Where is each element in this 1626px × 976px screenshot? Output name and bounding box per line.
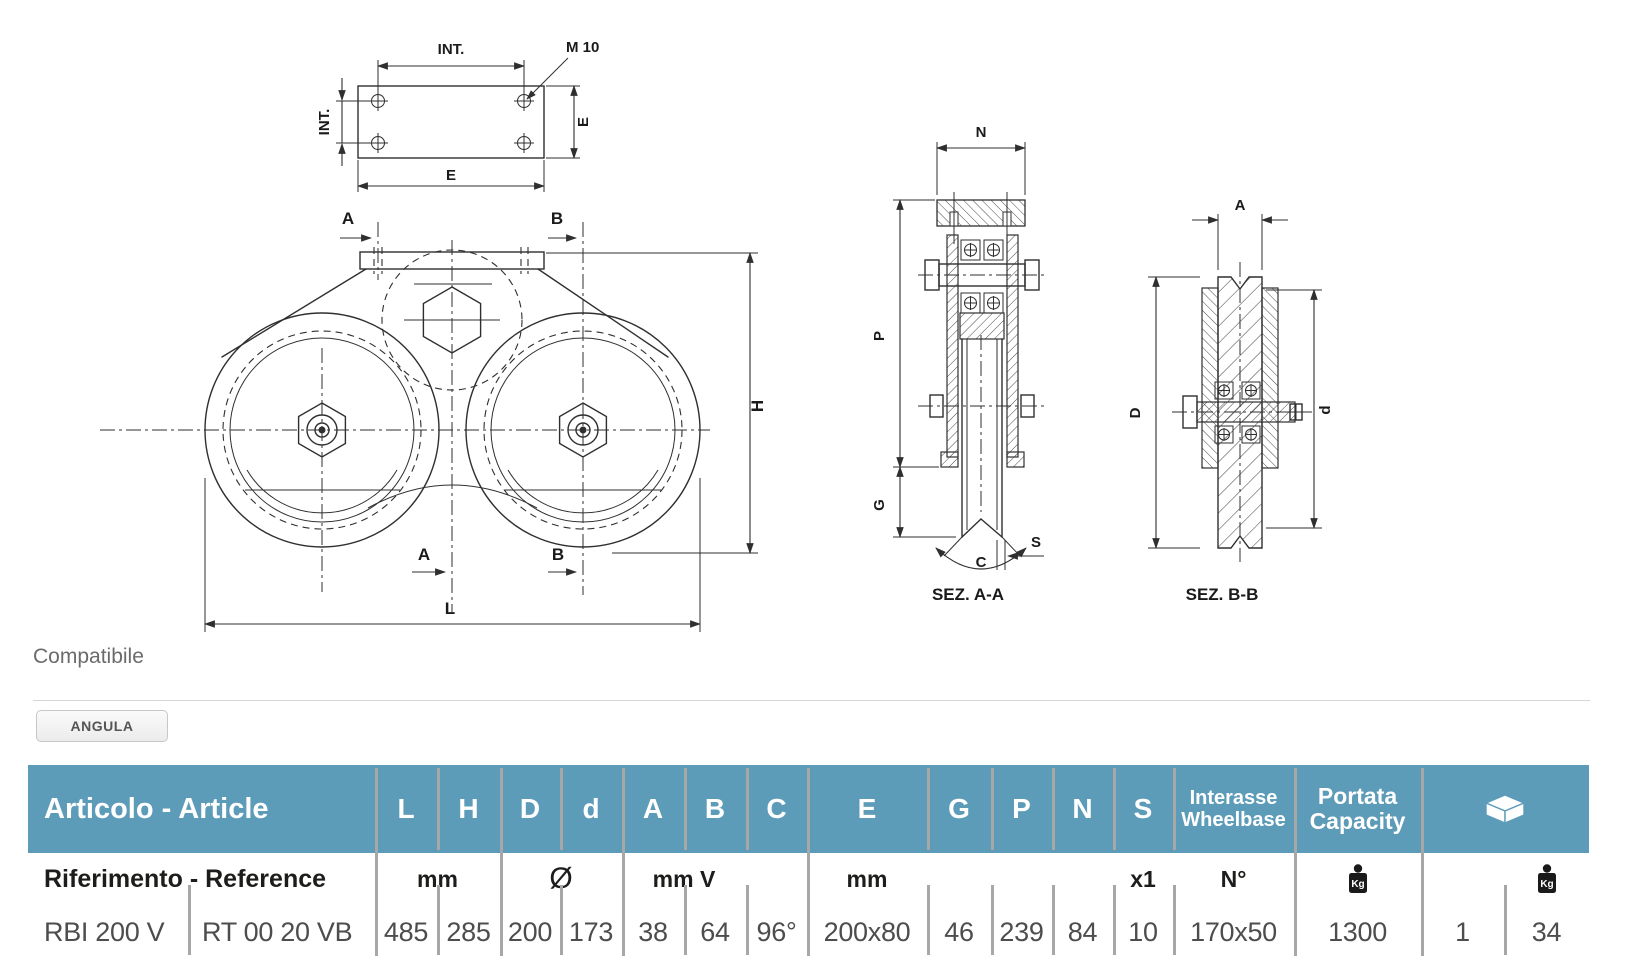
angula-button[interactable]: ANGULA [36, 710, 168, 742]
cell-A: 38 [638, 916, 668, 947]
portata-label-en: Capacity [1309, 808, 1406, 834]
cell-H: 285 [446, 916, 491, 947]
cell-B: 64 [700, 916, 730, 947]
section-label-a-bottom: A [418, 545, 430, 564]
kg-label: Kg [1351, 879, 1364, 890]
header-col-A: A [622, 765, 684, 853]
compatible-heading: Compatibile [33, 645, 144, 668]
cell-G: 46 [944, 916, 974, 947]
dim-label-d-inner: d [1317, 405, 1334, 414]
dim-label-e-right: E [575, 117, 592, 127]
cell-S: 10 [1128, 916, 1158, 947]
section-aa-caption: SEZ. A-A [932, 585, 1004, 604]
dim-label-s: S [1031, 534, 1041, 551]
cell-weight: 34 [1531, 916, 1562, 947]
dim-label-a-bb: A [1235, 197, 1246, 214]
dim-label-e-bottom: E [446, 167, 456, 184]
header-col-packaging [1421, 765, 1589, 853]
cell-E: 200x80 [823, 916, 911, 947]
section-label-b-top: B [551, 209, 563, 228]
header-col-S: S [1113, 765, 1173, 853]
section-aa-view: N [871, 124, 1046, 604]
header-col-E: E [807, 765, 927, 853]
unit-reference: Riferimento - Reference [44, 864, 327, 893]
dim-label-int-left: INT. [316, 109, 333, 136]
kg-weight-icon: Kg [1537, 864, 1556, 893]
header-article: Articolo - Article [28, 765, 375, 853]
header-col-d: d [560, 765, 622, 853]
front-view: A A B B H L [100, 209, 767, 632]
dim-label-p: P [871, 331, 888, 341]
spec-table: Articolo - Article L H D d A B C E G P N… [28, 765, 1589, 959]
section-bb-view: A D d SEZ. B-B [1127, 197, 1334, 604]
unit-n-deg: N° [1220, 865, 1247, 892]
cell-d: 173 [568, 916, 614, 947]
dim-label-g: G [871, 499, 888, 511]
package-box-icon [1485, 794, 1525, 824]
kg-label: Kg [1540, 879, 1553, 890]
header-col-H: H [437, 765, 500, 853]
header-col-portata: Portata Capacity [1294, 765, 1421, 853]
technical-drawing: INT. M 10 INT. E E [100, 39, 1334, 632]
dim-label-n: N [976, 124, 987, 141]
header-col-C: C [746, 765, 807, 853]
cell-C: 96° [756, 916, 797, 947]
section-bb-caption: SEZ. B-B [1186, 585, 1259, 604]
unit-kg-weight: Kg [1504, 853, 1589, 905]
unit-mm-e: mm [846, 865, 888, 892]
kg-weight-icon: Kg [1348, 864, 1367, 893]
portata-label-it: Portata [1317, 782, 1398, 809]
cell-interasse: 170x50 [1190, 916, 1277, 947]
dim-label-m10: M 10 [566, 39, 599, 56]
header-col-D: D [500, 765, 560, 853]
header-col-L: L [375, 765, 437, 853]
section-label-b-bottom: B [552, 545, 564, 564]
cell-N: 84 [1067, 916, 1098, 947]
table-header-row: Articolo - Article L H D d A B C E G P N… [28, 765, 1589, 853]
unit-x1: x1 [1130, 865, 1156, 892]
cell-reference: RT 00 20 VB [202, 916, 353, 947]
section-label-a-top: A [342, 209, 354, 228]
unit-diameter: Ø [549, 862, 573, 895]
cell-pieces: 1 [1455, 916, 1470, 947]
header-col-N: N [1052, 765, 1113, 853]
header-col-interasse: Interasse Wheelbase [1173, 765, 1294, 853]
cell-D: 200 [507, 916, 553, 947]
header-col-P: P [991, 765, 1052, 853]
plate-top-view: INT. M 10 INT. E E [316, 39, 599, 192]
dim-label-d-outer: D [1127, 407, 1144, 418]
cell-P: 239 [999, 916, 1044, 947]
cell-L: 485 [383, 916, 429, 947]
interasse-label-it: Interasse [1189, 787, 1278, 809]
interasse-label-en: Wheelbase [1181, 809, 1286, 831]
divider [33, 700, 1590, 701]
cell-article: RBI 200 V [44, 916, 165, 947]
header-col-B: B [684, 765, 746, 853]
header-col-G: G [927, 765, 991, 853]
dim-label-int-top: INT. [438, 41, 465, 58]
unit-kg-capacity: Kg [1294, 853, 1421, 905]
cell-portata: 1300 [1328, 916, 1387, 947]
unit-mm-ab: mm V [652, 865, 716, 892]
dim-label-h: H [748, 400, 767, 412]
dim-label-l: L [445, 599, 455, 618]
dim-label-c: C [976, 554, 987, 571]
table-data-row: RBI 200 V RT 00 20 VB 485 285 200 173 38… [28, 905, 1589, 959]
